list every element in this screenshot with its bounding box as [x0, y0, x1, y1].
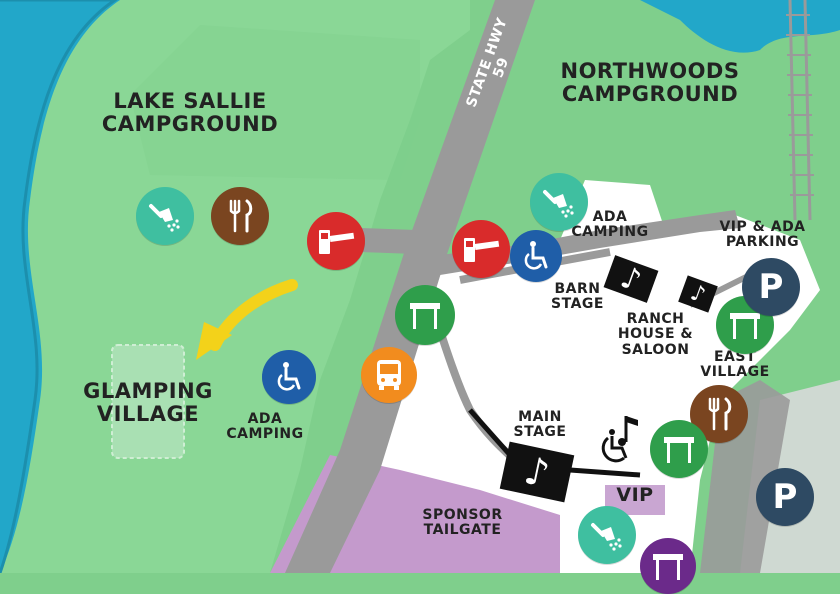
shower-icon[interactable] [136, 187, 194, 245]
wheelchair-icon[interactable] [262, 350, 316, 404]
east-village-label: EAST VILLAGE [700, 349, 770, 381]
railroad [788, 0, 812, 221]
glamping-village-area [111, 344, 185, 459]
wheelchair-icon[interactable] [510, 230, 562, 282]
main-stage-label: MAIN STAGE [513, 409, 567, 441]
tent-icon[interactable] [716, 296, 774, 354]
shower-icon[interactable] [578, 506, 636, 564]
tent-icon[interactable] [640, 538, 696, 594]
sponsor-tailgate-label: SPONSOR TAILGATE [422, 507, 503, 539]
ada-camping-right-label: ADA CAMPING [571, 209, 649, 241]
parking-icon[interactable]: P [742, 258, 800, 316]
tent-icon[interactable] [650, 420, 708, 478]
gate-icon[interactable] [452, 220, 510, 278]
bus-icon[interactable] [361, 347, 417, 403]
ranch-house-label: RANCH HOUSE & SALOON [617, 311, 694, 358]
ada-camping-left-label: ADA CAMPING [226, 411, 304, 443]
parking-letter: P [772, 477, 798, 517]
glamping-village-label: GLAMPING VILLAGE [83, 379, 213, 427]
barn-stage-label: BARN STAGE [551, 281, 604, 313]
lake-sallie-label: LAKE SALLIE CAMPGROUND [101, 89, 279, 137]
northwoods-label: NORTHWOODS CAMPGROUND [560, 59, 740, 107]
parking-letter: P [758, 267, 784, 307]
vip-ada-parking-label: VIP & ADA PARKING [719, 219, 806, 251]
accessible-music-icon[interactable] [598, 412, 644, 468]
fork-knife-icon[interactable] [211, 187, 269, 245]
shower-icon[interactable] [530, 173, 588, 231]
parking-icon[interactable]: P [756, 468, 814, 526]
vip-label: VIP [616, 484, 654, 506]
state-hwy-59-road [285, 0, 535, 573]
tent-icon[interactable] [395, 285, 455, 345]
gate-icon[interactable] [307, 212, 365, 270]
